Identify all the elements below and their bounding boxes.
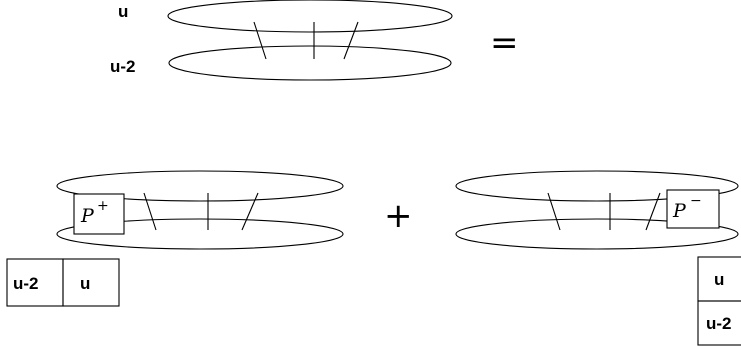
tableau-col-cell-2-label: u-2: [706, 314, 732, 333]
top-strand-3: [343, 21, 359, 60]
bottom-left-diagram: P + u-2 u: [6, 170, 344, 307]
tableau-col-cell-2: [697, 300, 741, 346]
young-tableau-column: u u-2: [697, 256, 741, 346]
top-loop-lower: [168, 45, 452, 81]
bottom-right-diagram: P − u u-2: [455, 170, 741, 346]
tableau-cell-2: [62, 258, 120, 307]
right-strand-3: [645, 192, 661, 231]
projector-minus-symbol: P: [672, 200, 687, 222]
right-loop-upper: [455, 170, 739, 202]
equals-sign: =: [490, 23, 519, 63]
left-strand-3: [241, 192, 259, 231]
tableau-cell-1-label: u-2: [13, 274, 39, 293]
right-loop-lower: [455, 218, 739, 250]
top-upper-label: u: [118, 2, 128, 21]
projector-plus-box: P +: [73, 193, 125, 235]
projector-plus-sign: +: [97, 198, 109, 214]
tableau-col-cell-1-label: u: [714, 270, 724, 289]
projector-plus-symbol: P: [80, 205, 95, 227]
top-loop-upper: [167, 0, 453, 33]
projector-minus-sign: −: [690, 193, 702, 209]
top-diagram: u u-2 =: [110, 0, 519, 81]
left-strand-1: [143, 192, 157, 231]
tableau-cell-2-label: u: [80, 274, 90, 293]
projector-minus-frame: [666, 189, 720, 229]
young-tableau-row: u-2 u: [6, 258, 120, 307]
projector-minus-box: P −: [666, 189, 720, 229]
top-lower-label: u-2: [110, 57, 136, 76]
top-strand-1: [253, 21, 267, 60]
right-strand-1: [547, 192, 561, 231]
projector-plus-frame: [73, 193, 125, 235]
left-loop-lower: [56, 218, 344, 250]
left-loop-upper: [56, 170, 344, 202]
plus-sign: +: [384, 196, 413, 236]
